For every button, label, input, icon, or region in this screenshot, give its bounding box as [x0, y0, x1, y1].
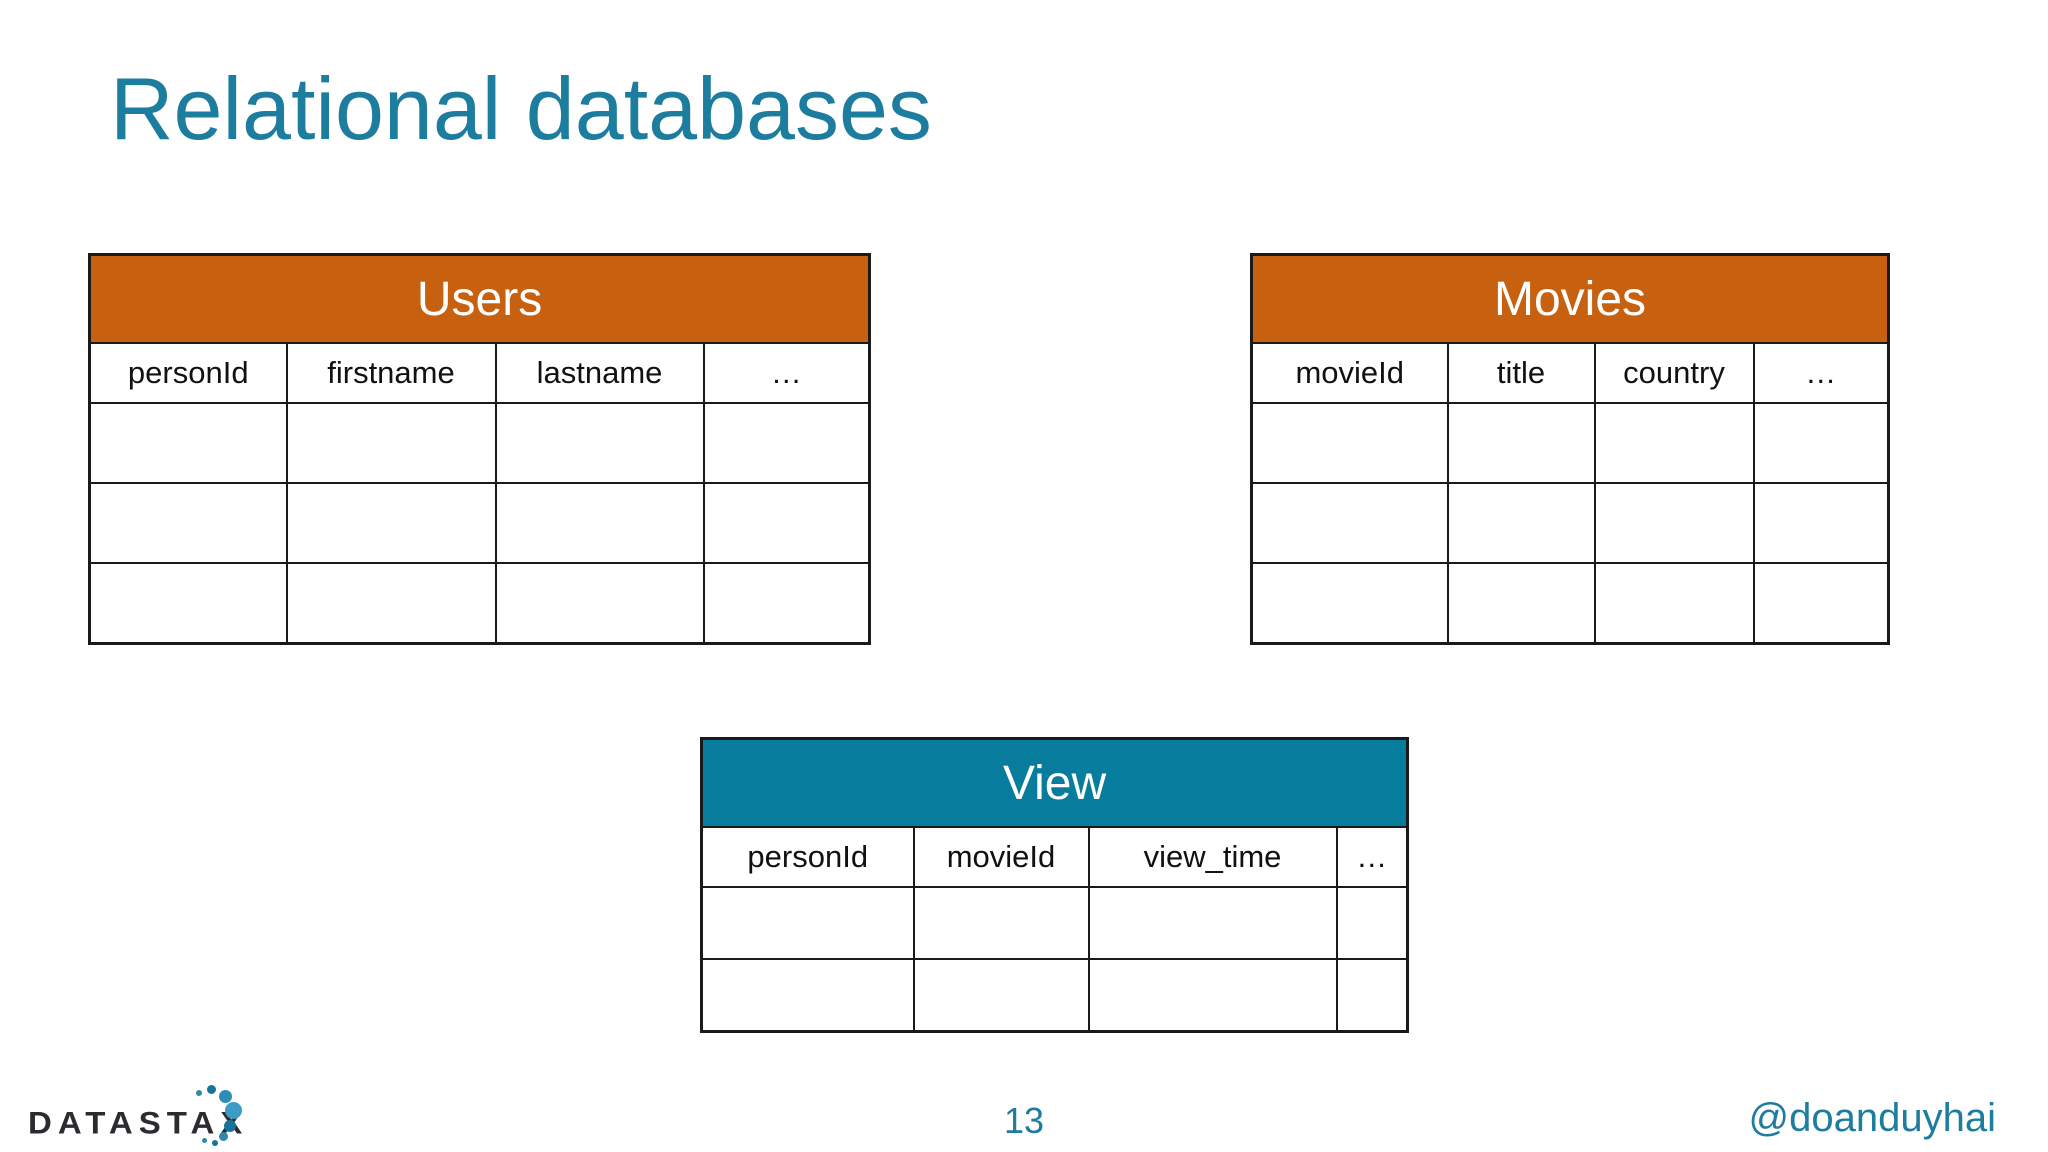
users-col-firstname: firstname — [285, 342, 497, 404]
page-number: 13 — [1003, 1100, 1045, 1141]
empty-cell — [494, 562, 705, 645]
empty-cell — [1752, 562, 1890, 645]
movies-empty-row — [1250, 402, 1890, 484]
view-table: View personId movieId view_time … — [700, 737, 1410, 1033]
empty-cell — [702, 562, 871, 645]
empty-cell — [88, 562, 288, 645]
twitter-handle: @doanduyhai — [1748, 1096, 1996, 1140]
empty-cell — [1335, 958, 1409, 1033]
view-col-movieid: movieId — [912, 826, 1090, 888]
users-col-lastname: lastname — [494, 342, 705, 404]
view-col-viewtime: view_time — [1087, 826, 1338, 888]
empty-cell — [702, 402, 871, 484]
empty-cell — [285, 402, 497, 484]
movies-col-ellipsis: … — [1752, 342, 1890, 404]
empty-cell — [1752, 402, 1890, 484]
empty-cell — [88, 482, 288, 564]
users-empty-row — [88, 562, 871, 645]
empty-cell — [88, 402, 288, 484]
view-col-ellipsis: … — [1335, 826, 1409, 888]
empty-cell — [285, 562, 497, 645]
empty-cell — [912, 958, 1090, 1033]
empty-cell — [1752, 482, 1890, 564]
empty-cell — [1593, 482, 1755, 564]
movies-table-header-row: movieId title country … — [1250, 342, 1890, 404]
logo-dot — [219, 1090, 232, 1103]
empty-cell — [1250, 402, 1449, 484]
users-table-header-row: personId firstname lastname … — [88, 342, 871, 404]
logo-dot — [202, 1138, 207, 1143]
empty-cell — [702, 482, 871, 564]
logo-dot — [219, 1132, 228, 1141]
view-table-title: View — [700, 737, 1409, 828]
empty-cell — [285, 482, 497, 564]
movies-col-movieid: movieId — [1250, 342, 1449, 404]
users-col-ellipsis: … — [702, 342, 871, 404]
empty-cell — [1087, 958, 1338, 1033]
page-title: Relational databases — [110, 59, 932, 158]
empty-cell — [700, 958, 915, 1033]
empty-cell — [700, 886, 915, 960]
view-empty-row — [700, 886, 1409, 960]
logo-dot — [225, 1102, 242, 1119]
empty-cell — [1593, 562, 1755, 645]
empty-cell — [1446, 482, 1596, 564]
users-col-personid: personId — [88, 342, 288, 404]
logo-dot — [207, 1085, 216, 1094]
empty-cell — [1250, 482, 1449, 564]
view-table-title-row: View — [700, 737, 1409, 828]
movies-col-title: title — [1446, 342, 1596, 404]
empty-cell — [1446, 562, 1596, 645]
logo-dot — [212, 1140, 218, 1146]
empty-cell — [1593, 402, 1755, 484]
empty-cell — [494, 482, 705, 564]
empty-cell — [494, 402, 705, 484]
users-table-title: Users — [88, 253, 871, 344]
empty-cell — [1446, 402, 1596, 484]
datastax-logo-text: DATASTAX — [28, 1104, 249, 1141]
view-table-header-row: personId movieId view_time … — [700, 826, 1409, 888]
view-empty-row — [700, 958, 1409, 1033]
users-empty-row — [88, 482, 871, 564]
users-table: Users personId firstname lastname … — [88, 253, 872, 645]
empty-cell — [1335, 886, 1409, 960]
movies-empty-row — [1250, 562, 1890, 645]
movies-empty-row — [1250, 482, 1890, 564]
datastax-logo: DATASTAX — [28, 1082, 268, 1148]
logo-dot — [196, 1090, 202, 1096]
movies-table-title: Movies — [1250, 253, 1890, 344]
movies-col-country: country — [1593, 342, 1755, 404]
view-col-personid: personId — [700, 826, 915, 888]
empty-cell — [1087, 886, 1338, 960]
empty-cell — [912, 886, 1090, 960]
movies-table-title-row: Movies — [1250, 253, 1890, 344]
movies-table: Movies movieId title country … — [1250, 253, 1891, 645]
users-table-title-row: Users — [88, 253, 871, 344]
users-empty-row — [88, 402, 871, 484]
logo-dot — [224, 1120, 236, 1132]
empty-cell — [1250, 562, 1449, 645]
